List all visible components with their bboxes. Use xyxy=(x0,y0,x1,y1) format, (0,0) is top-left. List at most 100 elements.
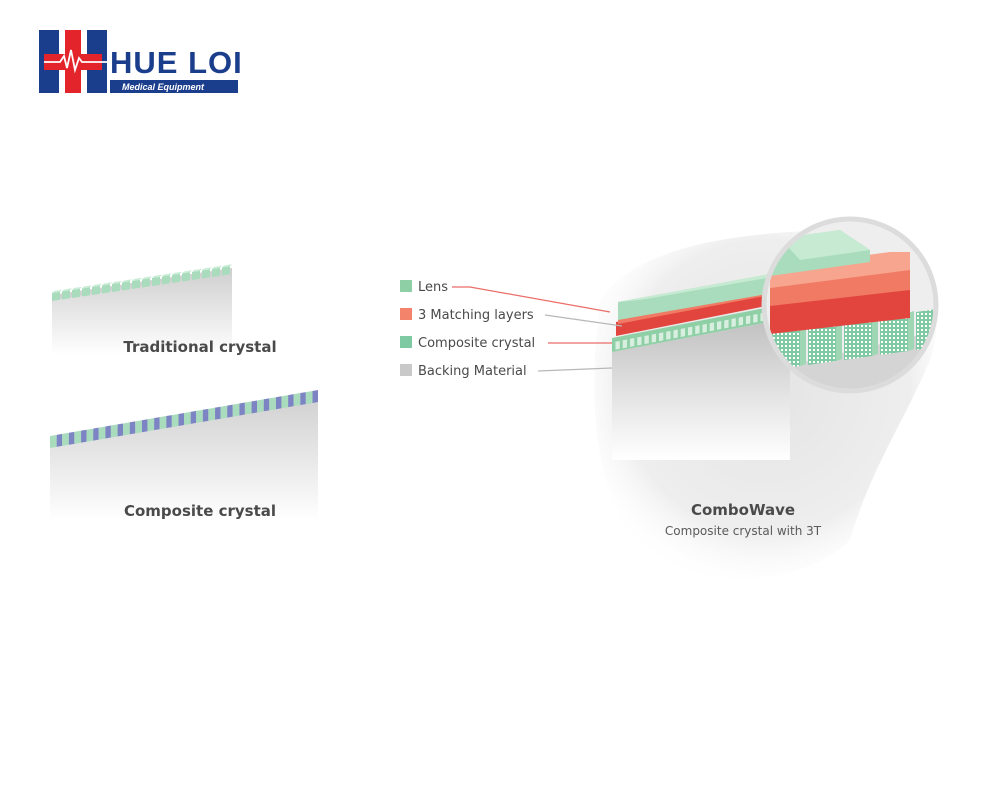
composite-green-element xyxy=(86,428,94,442)
magnified-crystal-side xyxy=(800,326,806,366)
composite-green-element xyxy=(98,426,106,440)
composite-green-element xyxy=(184,411,191,425)
traditional-element-top xyxy=(92,283,102,287)
magnified-crystal-block xyxy=(808,323,836,365)
traditional-element xyxy=(162,275,170,285)
combowave-crystal-element xyxy=(680,328,686,337)
pointer-matching xyxy=(544,314,623,327)
composite-green-element xyxy=(220,405,228,419)
legend-pointers xyxy=(452,286,623,372)
magnified-crystal-block xyxy=(880,313,908,355)
composite-green-element xyxy=(257,399,264,413)
composite-green-element xyxy=(232,403,240,417)
heartbeat-icon xyxy=(44,49,108,74)
composite-blue-element xyxy=(56,433,63,447)
traditional-element-top xyxy=(202,267,212,271)
composite-green-element xyxy=(147,418,155,432)
composite-green-element xyxy=(293,393,301,407)
combowave-crystal-element xyxy=(651,333,657,343)
combowave-backing-block xyxy=(612,312,790,460)
composite-blue-element xyxy=(288,394,294,408)
legend-label-matching: 3 Matching layers xyxy=(418,308,534,323)
traditional-element xyxy=(152,276,160,286)
traditional-element xyxy=(182,272,190,282)
magnified-crystal-side xyxy=(872,316,878,356)
combowave-matching-layer-1 xyxy=(616,290,786,336)
combowave-subcaption: Composite crystal with 3T xyxy=(665,524,822,538)
composite-crystal-diagram: Composite crystal xyxy=(50,390,318,520)
composite-green-element xyxy=(135,420,142,434)
composite-blue-element xyxy=(227,404,233,418)
legend-swatch-lens xyxy=(400,280,412,292)
traditional-element-top xyxy=(122,279,132,283)
composite-blue-element xyxy=(300,392,306,406)
composite-crystal-caption: Composite crystal xyxy=(124,502,276,520)
traditional-crystal-caption: Traditional crystal xyxy=(123,338,276,356)
composite-green-element xyxy=(171,413,179,428)
composite-blue-element xyxy=(263,398,270,412)
combowave-diagram: ComboWave Composite crystal with 3T xyxy=(594,216,939,579)
composite-blue-element xyxy=(81,429,87,443)
composite-green-element xyxy=(208,407,216,421)
combowave-crystal-element xyxy=(658,332,664,342)
composite-blue-element xyxy=(202,408,209,422)
composite-green-element xyxy=(159,416,167,430)
traditional-element xyxy=(192,270,200,280)
composite-blue-element xyxy=(275,396,282,410)
combowave-crystal-element xyxy=(695,325,700,335)
magnified-matching-mid xyxy=(770,266,910,306)
composite-blue-element xyxy=(129,421,136,435)
composite-blue-element xyxy=(312,390,318,403)
composite-blue-element xyxy=(178,413,184,426)
traditional-element xyxy=(172,273,180,283)
magnified-crystal-side xyxy=(836,321,842,361)
traditional-element xyxy=(202,269,210,279)
traditional-element xyxy=(122,281,130,291)
combowave-crystal-element xyxy=(644,335,649,345)
composite-green-element xyxy=(74,430,82,444)
logo-tagline-text: Medical Equipment xyxy=(122,82,205,92)
magnified-matching-light xyxy=(770,252,910,288)
combowave-caption: ComboWave xyxy=(691,501,795,519)
traditional-element xyxy=(102,284,110,294)
composite-green-element xyxy=(244,401,252,415)
pointer-lens xyxy=(452,286,611,313)
combowave-lens xyxy=(618,274,790,320)
legend-swatch-composite xyxy=(400,336,412,348)
composite-green-element xyxy=(110,424,118,438)
traditional-element-top xyxy=(62,288,72,292)
traditional-element-top xyxy=(132,277,142,281)
combowave-crystal-element xyxy=(702,323,707,333)
traditional-element xyxy=(112,282,120,292)
combowave-crystal-element xyxy=(716,321,722,330)
composite-blue-element xyxy=(154,417,160,431)
traditional-element xyxy=(212,267,220,277)
layer-legend: Lens 3 Matching layers Composite crystal… xyxy=(400,280,535,379)
combowave-crystal-element xyxy=(622,339,628,349)
logo-brand-text: HUE LOI xyxy=(110,45,243,80)
legend-swatch-matching xyxy=(400,308,412,320)
composite-blue-element xyxy=(251,400,258,414)
composite-green-element xyxy=(123,422,130,436)
traditional-element xyxy=(142,278,150,288)
composite-green-element xyxy=(305,390,313,405)
magnified-crystal-block xyxy=(844,318,872,360)
combowave-crystal-element xyxy=(629,338,635,347)
pointer-backing xyxy=(537,367,613,372)
composite-blue-element xyxy=(93,427,99,441)
traditional-element xyxy=(52,291,60,301)
traditional-element xyxy=(222,266,230,276)
traditional-element-top xyxy=(102,282,112,286)
combowave-crystal-element xyxy=(753,313,758,323)
composite-blue-element xyxy=(117,423,124,437)
legend-label-lens: Lens xyxy=(418,280,448,295)
combowave-crystal-element xyxy=(738,316,744,326)
logo-tagline-bar xyxy=(110,80,238,93)
composite-blue-element xyxy=(141,419,148,433)
traditional-element-top xyxy=(112,280,122,284)
composite-blue-element xyxy=(166,415,172,429)
combowave-crystal-element xyxy=(687,326,693,336)
combowave-crystal-element xyxy=(615,340,620,350)
traditional-element-top xyxy=(182,270,192,274)
